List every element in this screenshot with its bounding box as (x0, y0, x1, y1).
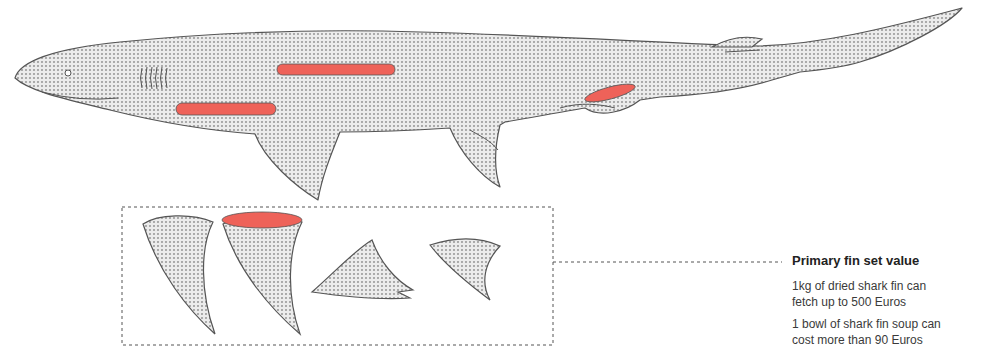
gill-slit (156, 67, 158, 89)
pectoral-fin (223, 216, 302, 334)
fin-cut-mark (222, 212, 302, 228)
gill-slits (141, 67, 168, 89)
shark-body (15, 8, 962, 200)
gill-slit (141, 68, 143, 88)
body-line (470, 130, 498, 150)
gill-slit (161, 67, 163, 89)
shark-mouth (42, 92, 118, 99)
callout-heading: Primary fin set value (792, 253, 982, 269)
gill-slit (146, 67, 148, 89)
body-line (725, 50, 760, 52)
leader-line (553, 262, 782, 263)
body-line (560, 104, 615, 108)
fin-cut-mark (277, 64, 395, 75)
callout-text: 1 bowl of shark fin soup can cost more t… (792, 316, 952, 348)
pectoral-fin (143, 216, 215, 334)
fin-set-box (122, 207, 553, 345)
dorsal-fin (312, 240, 413, 299)
gill-slit (151, 67, 153, 89)
shark-eye (65, 70, 71, 76)
caudal-fin (430, 239, 500, 300)
gill-slit (166, 68, 168, 88)
second-dorsal-fin (712, 37, 762, 47)
callout-text: 1kg of dried shark fin can fetch up to 5… (792, 278, 952, 310)
fin-cut-mark (176, 103, 276, 115)
fin-cut-mark (583, 80, 636, 105)
